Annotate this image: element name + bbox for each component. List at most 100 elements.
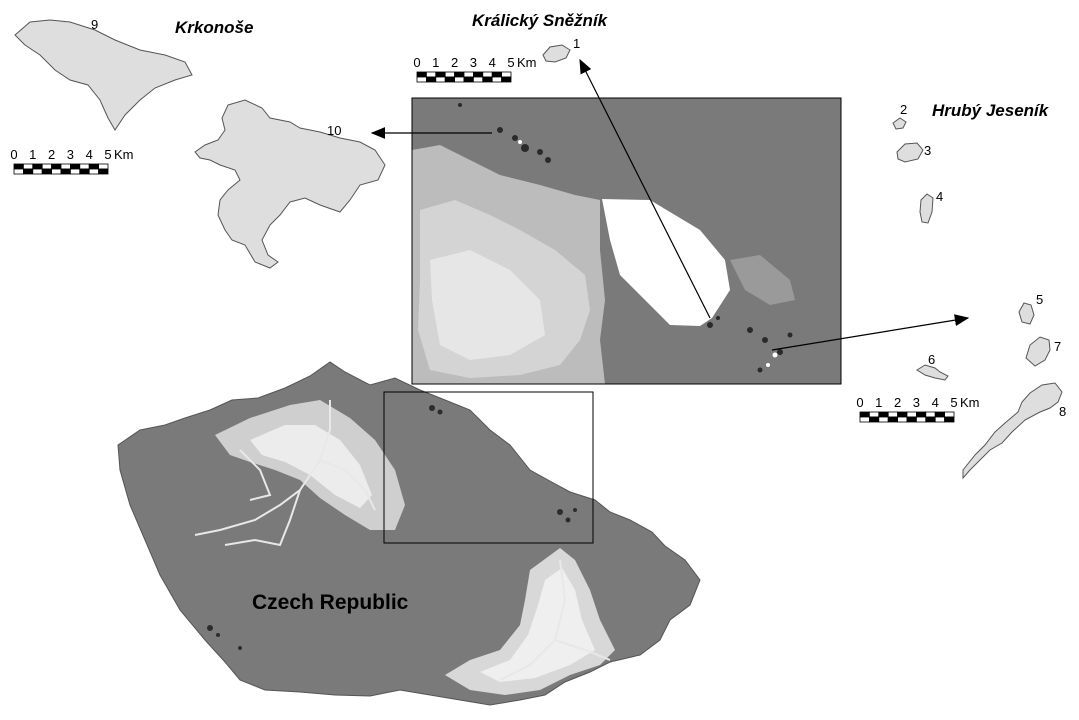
scale-tick-label: 3 xyxy=(67,147,74,162)
scale-tick-label: 0 xyxy=(413,55,420,70)
scale-tick-label: 5 xyxy=(507,55,514,70)
scale-bar-cell xyxy=(887,416,899,423)
scale-bar-cell xyxy=(70,168,81,175)
scale-unit-label: Km xyxy=(517,55,537,70)
scale-unit-label: Km xyxy=(960,395,980,410)
scale-tick-label: 3 xyxy=(470,55,477,70)
scale-bar-cell xyxy=(925,416,936,423)
patch-number-10: 10 xyxy=(327,123,341,138)
scale-bar-cell xyxy=(435,76,446,83)
patch-9 xyxy=(14,19,193,131)
scale-bar-cell xyxy=(934,416,946,423)
inset-frame xyxy=(411,97,842,385)
scale-bar-cell xyxy=(444,76,456,83)
scale-bar-cell xyxy=(435,71,446,78)
scale-bar-cell xyxy=(98,163,109,170)
scale-bar-cell xyxy=(897,416,908,423)
scale-bar-cell xyxy=(878,411,889,418)
scale-bar-cell xyxy=(88,168,99,175)
krkonose-patches: 9 10 xyxy=(14,17,386,269)
scale-bar-cell xyxy=(13,168,24,175)
czech-republic-map: Czech Republic xyxy=(117,361,701,706)
inset-lowland-light xyxy=(430,250,545,360)
scale-bar-cell xyxy=(916,411,927,418)
scale-bar-cell xyxy=(60,163,71,170)
country-label: Czech Republic xyxy=(252,591,409,614)
patch-8 xyxy=(962,382,1063,480)
patch-number-3: 3 xyxy=(924,143,931,158)
patch-4 xyxy=(919,193,934,224)
scale-bar-cell xyxy=(22,168,34,175)
leader-arrows xyxy=(370,58,970,351)
scale-bar-cell xyxy=(944,416,955,423)
scale-bar-cell xyxy=(482,71,493,78)
scale-bar-cell xyxy=(98,168,109,175)
scale-bar-cell xyxy=(444,71,456,78)
arrow-hruby xyxy=(771,314,970,351)
patch-number-9: 9 xyxy=(91,17,98,32)
scale-bar-cell xyxy=(887,411,899,418)
scale-bar-cell xyxy=(925,411,936,418)
scale-bar-cell xyxy=(859,411,870,418)
scale-tick-label: 1 xyxy=(29,147,36,162)
scale-bar-cell xyxy=(463,76,474,83)
scale-tick-label: 4 xyxy=(932,395,939,410)
patch-number-4: 4 xyxy=(936,189,943,204)
scale-bar-cell xyxy=(934,411,946,418)
scale-bar-cell xyxy=(32,163,43,170)
scale-tick-label: 4 xyxy=(86,147,93,162)
scale-tick-label: 1 xyxy=(432,55,439,70)
patch-number-7: 7 xyxy=(1054,339,1061,354)
inset-ridge xyxy=(730,255,795,305)
scale-bar-cell xyxy=(944,411,955,418)
scale-bar-cell xyxy=(22,163,34,170)
scale-bar-cell xyxy=(60,168,71,175)
scale-bar-cell xyxy=(454,76,465,83)
scale-bar-cell xyxy=(51,168,62,175)
patch-10 xyxy=(194,99,386,269)
river-network xyxy=(194,400,611,681)
scale-bar-cell xyxy=(472,71,484,78)
scale-tick-label: 2 xyxy=(894,395,901,410)
scale-tick-label: 5 xyxy=(104,147,111,162)
scale-tick-label: 1 xyxy=(875,395,882,410)
scale-bar-cell xyxy=(491,71,503,78)
scale-tick-label: 2 xyxy=(451,55,458,70)
scale-bar-cell xyxy=(482,76,493,83)
inset-extent-box xyxy=(383,391,594,544)
scale-bar-cell xyxy=(79,163,90,170)
scale-bar-cell xyxy=(79,168,90,175)
scale-bar-cell xyxy=(501,76,512,83)
scale-tick-label: 0 xyxy=(856,395,863,410)
mountain-peaks xyxy=(207,405,577,650)
inset-mountain-specks xyxy=(458,103,793,373)
patch-1 xyxy=(542,44,571,63)
scale-bar-cell xyxy=(878,416,889,423)
patch-number-1: 1 xyxy=(573,36,580,51)
scale-bar-cell xyxy=(425,76,437,83)
scale-bar-cell xyxy=(472,76,484,83)
scale-bar-cell xyxy=(916,416,927,423)
scale-bar-cell xyxy=(416,76,427,83)
scale-bar-cell xyxy=(869,411,880,418)
scale-bar-cell xyxy=(41,163,53,170)
scale-bar-cell xyxy=(13,163,24,170)
inset-relief-map xyxy=(411,97,842,385)
scale-bar-cell xyxy=(88,163,99,170)
scale-bar-cell xyxy=(906,411,917,418)
scale-bar-cell xyxy=(859,416,870,423)
lowland-core xyxy=(250,425,372,508)
region-title-krkonose: Krkonoše xyxy=(175,18,253,37)
scale-bar-cell xyxy=(463,71,474,78)
patch-2 xyxy=(892,117,907,130)
scale-bar-cell xyxy=(51,163,62,170)
scale-bar-cell xyxy=(491,76,503,83)
scale-bar-cell xyxy=(897,411,908,418)
scale-bar-cell xyxy=(869,416,880,423)
scale-tick-label: 5 xyxy=(950,395,957,410)
kralicky-patches: 1 xyxy=(542,36,580,63)
scale-tick-label: 0 xyxy=(10,147,17,162)
